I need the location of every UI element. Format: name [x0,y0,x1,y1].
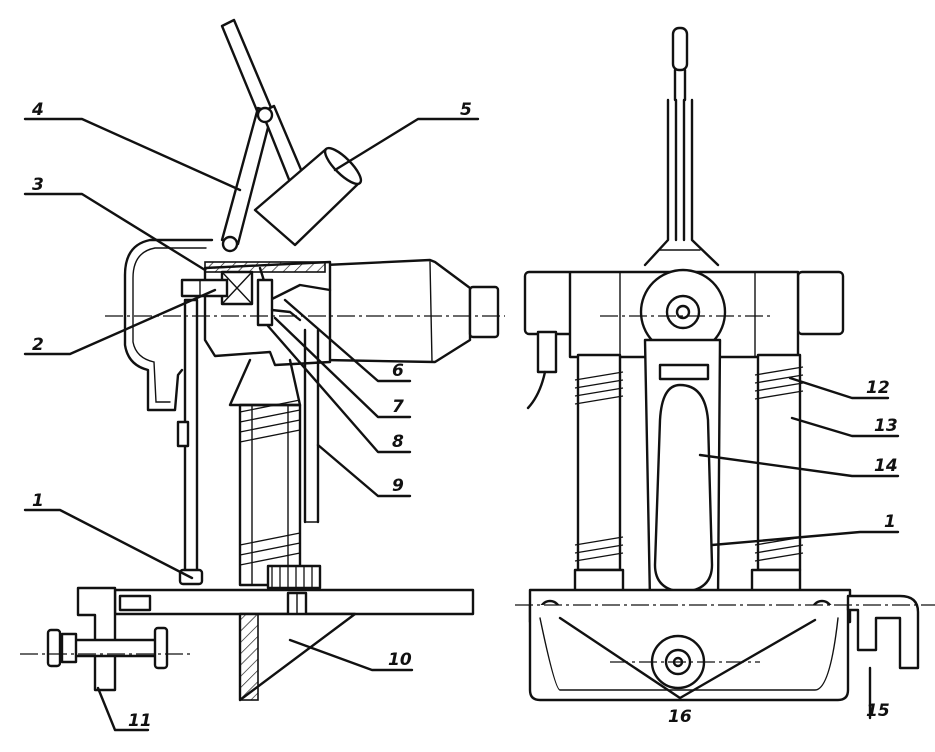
side-view [20,18,505,702]
callout-labels: 1 2 3 4 5 6 7 8 9 10 11 12 13 14 1 15 16 [31,100,898,731]
callout-1-left: 1 [32,491,44,511]
callout-8: 8 [392,432,404,452]
blade [653,383,714,594]
lever-arm [220,106,274,246]
lever-upper-bar [220,18,274,120]
side-bracket [846,594,920,670]
front-view [515,26,935,702]
left-motor-box [523,270,575,336]
right-motor-box [796,270,845,336]
callout-5: 5 [460,100,472,120]
callout-14: 14 [874,456,898,476]
callout-16: 16 [668,707,692,727]
callout-11: 11 [128,711,152,731]
guard-housing [123,238,214,412]
motor-body [323,258,472,364]
callout-15: 15 [866,701,890,721]
spindle-shaft [180,278,229,298]
callout-2: 2 [32,335,44,355]
handle-grip [671,26,689,72]
callout-12: 12 [866,378,890,398]
left-column [576,353,622,572]
callout-13: 13 [874,416,898,436]
callout-6: 6 [392,361,404,381]
callout-7: 7 [392,397,404,417]
callout-10: 10 [388,650,412,670]
callout-9: 9 [392,476,404,496]
leader-lines [23,117,900,732]
callout-1-right: 1 [884,512,896,532]
callout-3: 3 [32,175,44,195]
motor-end-cap [468,285,500,339]
base-gear [266,564,322,590]
callout-4: 4 [31,100,44,120]
